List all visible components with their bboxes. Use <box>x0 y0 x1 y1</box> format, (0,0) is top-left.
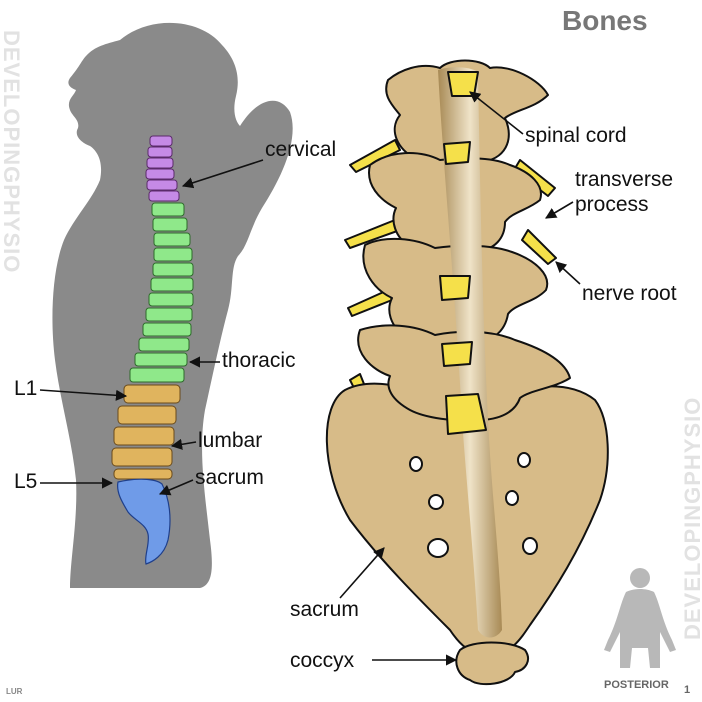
spine-column <box>111 135 194 565</box>
arrow-nerve-root <box>555 261 581 285</box>
watermark-left: DEVELOPINGPHYSIO <box>0 30 24 273</box>
view-label: POSTERIOR <box>604 679 669 691</box>
page-title: Bones <box>562 5 648 36</box>
posterior-figure-icon <box>604 568 676 668</box>
label-spinal-cord: spinal cord <box>525 124 627 147</box>
sacrum-bone <box>117 478 171 565</box>
label-nerve-root: nerve root <box>582 282 677 305</box>
arrow-transverse <box>545 201 574 219</box>
lumbar-vertebrae <box>111 384 181 480</box>
posterior-spine <box>325 59 609 686</box>
coccyx-bone <box>455 641 529 686</box>
right-labels: spinal cord transverse process nerve roo… <box>290 91 677 672</box>
page-number: 1 <box>684 684 690 696</box>
label-cervical: cervical <box>265 138 336 161</box>
label-l1: L1 <box>14 377 37 400</box>
label-l5: L5 <box>14 470 37 493</box>
arrow-l1 <box>39 389 128 401</box>
label-transverse-2: process <box>575 193 649 216</box>
arrow-sacrum-left <box>158 479 194 496</box>
thoracic-vertebrae <box>129 202 194 383</box>
arrow-sacrum-right <box>339 547 385 599</box>
watermark-right: DEVELOPINGPHYSIO <box>680 397 702 640</box>
arrow-spinal-cord <box>469 91 524 135</box>
credit: LUR <box>6 687 23 696</box>
label-sacrum-left: sacrum <box>195 466 264 489</box>
label-coccyx: coccyx <box>290 649 355 672</box>
label-thoracic: thoracic <box>222 349 296 372</box>
cervical-vertebrae <box>145 135 180 202</box>
arrow-cervical <box>181 159 264 189</box>
left-labels: cervical thoracic lumbar sacrum L1 L5 <box>14 138 336 496</box>
label-transverse-1: transverse <box>575 168 673 191</box>
label-lumbar: lumbar <box>198 429 262 452</box>
label-sacrum-right: sacrum <box>290 598 359 621</box>
sacral-foramina <box>409 452 538 558</box>
arrow-lumbar <box>170 438 197 450</box>
